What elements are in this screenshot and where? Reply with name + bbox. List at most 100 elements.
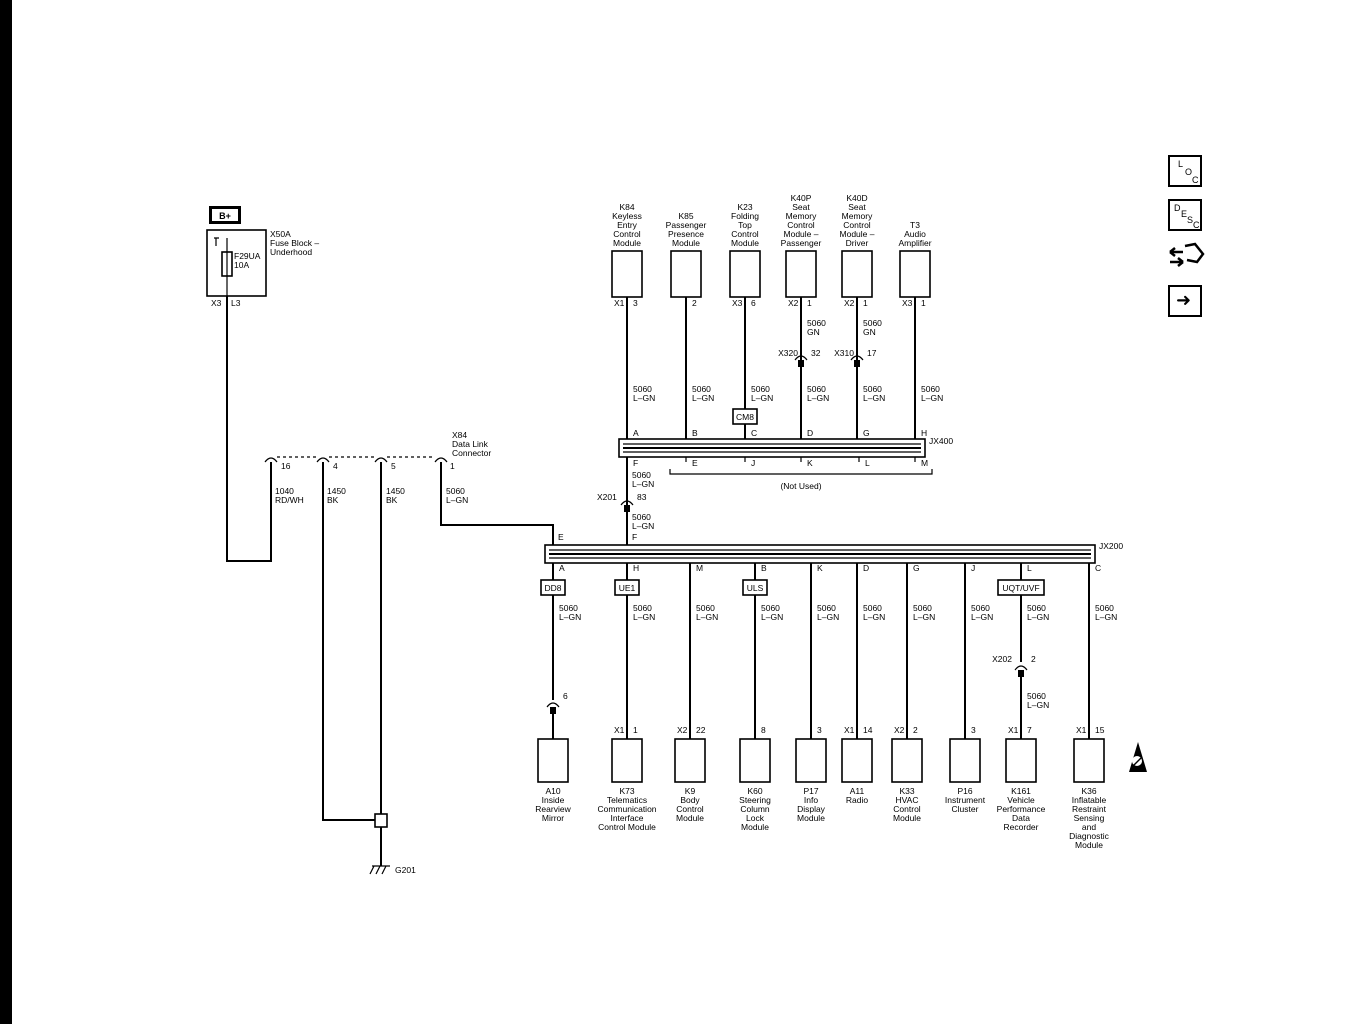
wire-label-1450a-color: BK (327, 495, 339, 505)
wire-label-color: L–GN (692, 393, 714, 403)
bottom-module-label-line: Sensing (1074, 813, 1105, 823)
dlc-name: Data Link (452, 439, 489, 449)
bottom-module-label-line: Module (893, 813, 921, 823)
wire-label-circuit: 5060 (921, 384, 940, 394)
fuse-block-pin: L3 (231, 298, 241, 308)
bottom-module-pin: 14 (863, 725, 873, 735)
top-module-pin: 1 (807, 298, 812, 308)
top-module-conn: X3 (902, 298, 913, 308)
wire-label-color: L–GN (633, 393, 655, 403)
option-label: DD8 (544, 583, 561, 593)
top-module-label-line: Control (731, 229, 759, 239)
top-module-label-line: Module – (784, 229, 819, 239)
jx200-bottom-pin: G (913, 563, 920, 573)
connector-icon (1169, 242, 1205, 267)
wire-label-circuit: 5060 (817, 603, 836, 613)
wire-label-color: L–GN (761, 612, 783, 622)
bottom-module-label-line: Module (797, 813, 825, 823)
jx400-label: JX400 (929, 436, 953, 446)
bottom-module-label-line: Interface (610, 813, 643, 823)
wire-label-1450b-color: BK (386, 495, 398, 505)
jx200-bottom-pin: M (696, 563, 703, 573)
bottom-module-conn: X2 (677, 725, 688, 735)
top-module-label-line: Memory (786, 211, 817, 221)
inline-connector-pin (550, 707, 556, 714)
bottom-module-label-line: Vehicle (1007, 795, 1035, 805)
wire-label-color: GN (863, 327, 876, 337)
top-module-conn: X2 (788, 298, 799, 308)
desc-button[interactable]: D E S C (1168, 199, 1202, 231)
top-module-box (785, 250, 817, 298)
fuse-block-name: Fuse Block – (270, 238, 319, 248)
next-page-button[interactable]: ➜ (1168, 285, 1202, 317)
desc-letter-c: C (1193, 220, 1200, 230)
jx400-bottom-pin: E (692, 458, 698, 468)
bottom-module-box (1073, 738, 1105, 783)
jx400-top-pin: B (692, 428, 698, 438)
bottom-module-pin: 22 (696, 725, 706, 735)
bottom-module-box (841, 738, 873, 783)
top-module-label-line: Control (843, 220, 871, 230)
jx400-bottom-pin: M (921, 458, 928, 468)
dlc-pin-label-16: 16 (281, 461, 291, 471)
top-module-label-line: Audio (904, 229, 926, 239)
bottom-module-label-line: Instrument (945, 795, 986, 805)
bottom-module-pin: 15 (1095, 725, 1105, 735)
top-module-label-line: T3 (910, 220, 920, 230)
x201-jx200-pin: F (632, 532, 637, 542)
top-module-label-line: K85 (678, 211, 693, 221)
bottom-module-box (1005, 738, 1037, 783)
wire-label-color: L–GN (1027, 612, 1049, 622)
bottom-module-label-line: Control (893, 804, 921, 814)
battery-tag-inner (212, 209, 238, 221)
dlc-pin-5 (374, 457, 388, 463)
bottom-module-label-line: Rearview (535, 804, 571, 814)
top-module-label-line: Seat (848, 202, 866, 212)
loc-letter-l: L (1178, 159, 1184, 169)
bottom-module-label-line: K60 (747, 786, 762, 796)
bottom-module-pin: 3 (817, 725, 822, 735)
wire-label-5060-dlc-color: L–GN (446, 495, 468, 505)
bottom-module-label-line: Data (1012, 813, 1030, 823)
top-module-label-line: Module (672, 238, 700, 248)
jx400-bottom-pin: K (807, 458, 813, 468)
jx200-bottom-pin: A (559, 563, 565, 573)
jx400-bottom-pin: L (865, 458, 870, 468)
wire-label-color: L–GN (559, 612, 581, 622)
wire-label-circuit: 5060 (971, 603, 990, 613)
bottom-module-box (949, 738, 981, 783)
top-module-label-line: Control (613, 229, 641, 239)
wire-label-circuit: 5060 (1027, 691, 1046, 701)
dlc-name2: Connector (452, 448, 491, 458)
wire-5060-dlc-to-jx200 (440, 462, 554, 545)
airbag-warning-icon (1129, 742, 1147, 772)
bottom-module-box (891, 738, 923, 783)
left-edge-bar (0, 0, 12, 1024)
wire-label-circuit: 5060 (559, 603, 578, 613)
battery-label: B+ (219, 211, 231, 221)
bottom-module-label-line: Recorder (1004, 822, 1039, 832)
bottom-module-label-line: Diagnostic (1069, 831, 1109, 841)
dlc-pin-label-4: 4 (333, 461, 338, 471)
jx400-top-pin: C (751, 428, 757, 438)
x201-upper-circuit: 5060 (632, 470, 651, 480)
bottom-module-box (739, 738, 771, 783)
bottom-module-label-line: Inflatable (1072, 795, 1107, 805)
bottom-module-label-line: K9 (685, 786, 696, 796)
wire-label-1040-color: RD/WH (275, 495, 304, 505)
top-module-label-line: Presence (668, 229, 704, 239)
inline-connector-pin (798, 360, 804, 367)
connector-end-view-button[interactable] (1167, 240, 1205, 272)
loc-letter-c: C (1192, 175, 1199, 185)
jx200-bottom-pin: K (817, 563, 823, 573)
top-module-pin: 6 (751, 298, 756, 308)
loc-button[interactable]: L O C (1168, 155, 1202, 187)
wire-label-color: L–GN (921, 393, 943, 403)
not-used-bracket (669, 469, 933, 475)
bottom-module-label-line: Control (676, 804, 704, 814)
